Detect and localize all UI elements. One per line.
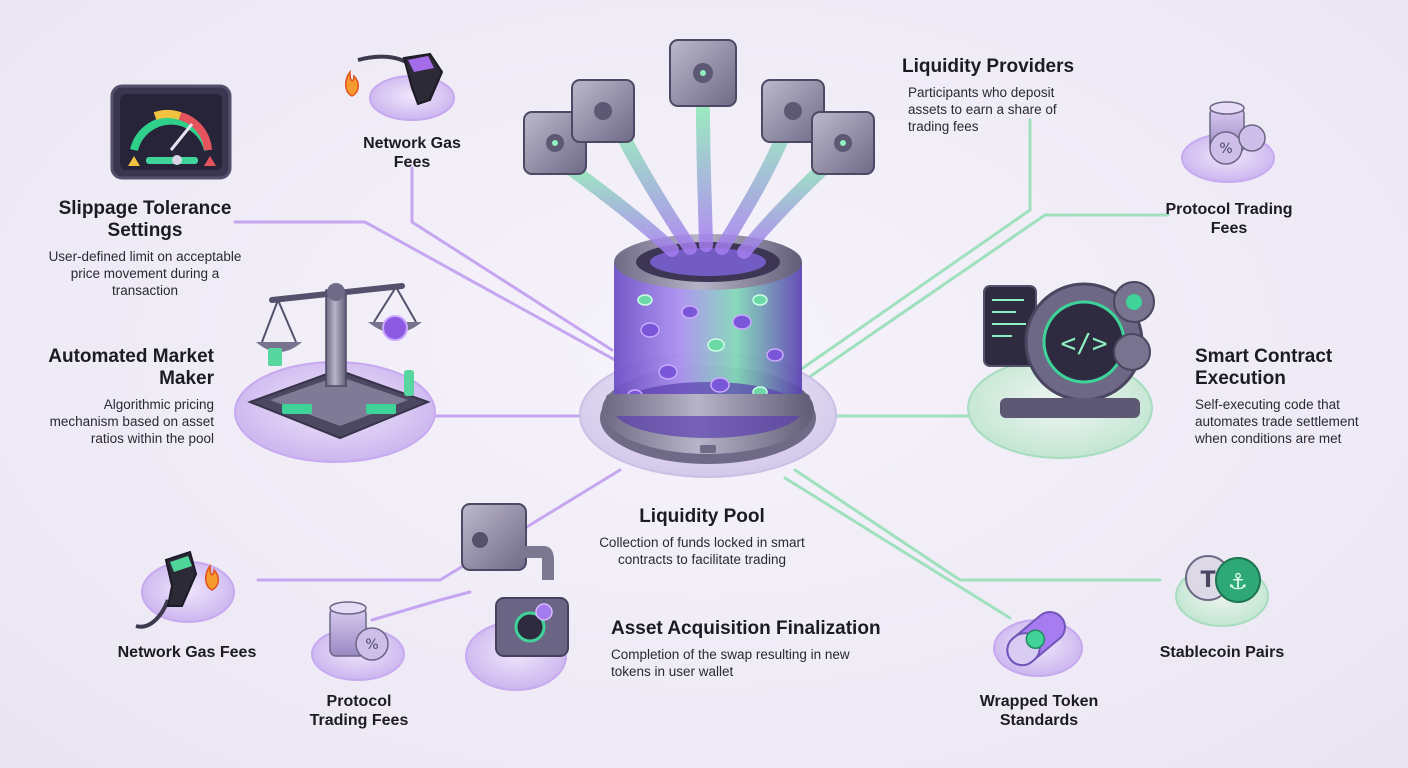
wrapped-token-title: Wrapped Token Standards [979, 693, 1099, 729]
stablecoin-pairs-title: Stablecoin Pairs [1159, 644, 1285, 661]
balance-scale-icon [234, 283, 436, 463]
stablecoin-pairs-label-group: Stablecoin Pairs [1150, 643, 1294, 662]
flame-icon [345, 69, 359, 97]
gas-fees-bottom-label-group: Network Gas Fees [106, 643, 268, 662]
capsule-icon [993, 611, 1083, 677]
smart-contract-description: Self-executing code that automates trade… [1195, 397, 1359, 446]
vault-icon [523, 39, 875, 259]
hub-description: Collection of funds locked in smart cont… [599, 535, 805, 567]
protocol-fees-bottom-label-group: Protocol Trading Fees [298, 692, 420, 730]
gas-fees-top-label-group: Network Gas Fees [352, 134, 472, 172]
connector-protocol-bottom [370, 590, 472, 622]
liquidity-providers-label-group: Liquidity Providers Participants who dep… [902, 56, 1102, 135]
gears-icon: </> [967, 281, 1155, 459]
protocol-fees-top-label-group: Protocol Trading Fees [1164, 200, 1294, 238]
hub-label-group: Liquidity Pool Collection of funds locke… [584, 506, 820, 568]
smart-contract-title: Smart Contract Execution [1195, 346, 1333, 389]
slippage-title: Slippage Tolerance Settings [58, 198, 232, 241]
wallet-icon [461, 503, 569, 691]
amm-label-group: Automated Market Maker Algorithmic prici… [36, 346, 214, 447]
svg-text:</>: </> [1061, 329, 1108, 359]
liquidity-providers-title: Liquidity Providers [902, 56, 1075, 77]
coin-stack-icon: % [1181, 101, 1275, 183]
connector-slippage [233, 220, 617, 362]
asset-acquisition-label-group: Asset Acquisition Finalization Completio… [611, 618, 901, 680]
smart-contract-label-group: Smart Contract Execution Self-executing … [1195, 346, 1375, 447]
connector-liquidity-providers [798, 118, 1032, 372]
amm-title: Automated Market Maker [48, 346, 214, 389]
svg-text:T: T [1200, 568, 1215, 593]
liquidity-providers-description: Participants who deposit assets to earn … [908, 85, 1057, 134]
stablecoin-icon: T ⚓ [1175, 555, 1269, 627]
protocol-fees-bottom-title: Protocol Trading Fees [309, 693, 409, 729]
svg-text:⚓: ⚓ [1228, 570, 1248, 595]
fuel-nozzle-icon [345, 52, 455, 121]
slippage-description: User-defined limit on acceptable price m… [48, 249, 242, 298]
hub-liquidity-pool [579, 234, 837, 478]
amm-description: Algorithmic pricing mechanism based on a… [49, 397, 214, 446]
coin-stack-icon-bottom: % [311, 601, 405, 681]
slippage-label-group: Slippage Tolerance Settings User-defined… [40, 198, 250, 299]
svg-text:%: % [1219, 141, 1232, 157]
connector-protocol-top [803, 213, 1170, 382]
fuel-nozzle-icon-bottom [135, 550, 235, 629]
wrapped-token-label-group: Wrapped Token Standards [972, 692, 1106, 730]
asset-acquisition-description: Completion of the swap resulting in new … [611, 647, 850, 679]
connector-gas-bottom [256, 468, 622, 582]
gauge-icon [110, 84, 232, 180]
connector-wrapped [783, 476, 1012, 620]
connector-gas-top [410, 166, 614, 352]
svg-text:%: % [365, 637, 378, 653]
connector-stablecoin [793, 468, 1162, 582]
gas-fees-top-title: Network Gas Fees [363, 135, 461, 171]
protocol-fees-top-title: Protocol Trading Fees [1165, 201, 1293, 237]
asset-acquisition-title: Asset Acquisition Finalization [611, 618, 881, 639]
hub-title: Liquidity Pool [639, 506, 765, 527]
connector-lines [233, 118, 1170, 622]
gas-fees-bottom-title: Network Gas Fees [117, 644, 257, 661]
